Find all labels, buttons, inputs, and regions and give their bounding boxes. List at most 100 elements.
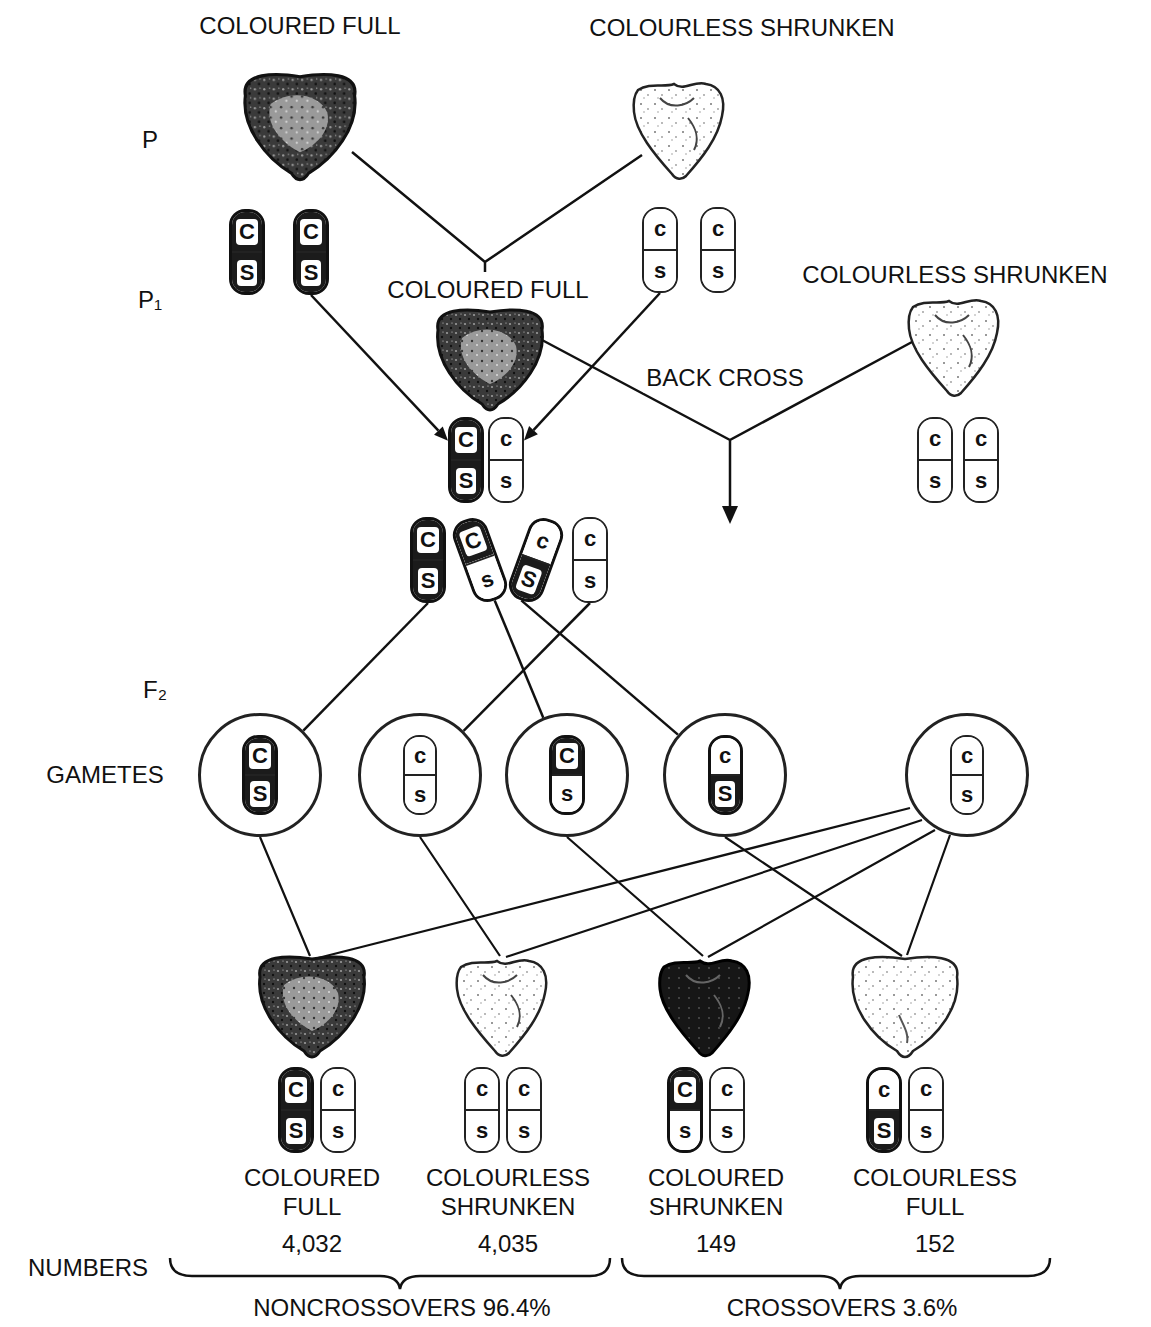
gene-letter: s <box>676 1118 694 1144</box>
light-band: c <box>869 1070 899 1109</box>
link-line <box>521 600 678 734</box>
arrow-head <box>434 427 448 441</box>
gene-letter: C <box>249 743 271 769</box>
gene-letter: c <box>651 216 669 242</box>
chromosome: cS <box>504 513 567 606</box>
gene-letter: s <box>558 781 576 807</box>
seed-highlight <box>269 95 328 152</box>
gene-letter: C <box>236 219 258 245</box>
gene-letter: C <box>285 1077 307 1103</box>
light-band: s <box>644 249 676 291</box>
dark-band: S <box>711 774 740 812</box>
gene-letter: s <box>718 1118 736 1144</box>
chromosome: cs <box>950 735 984 815</box>
group-total: NONCROSSOVERS 96.4% <box>250 1294 553 1323</box>
gene-letter: s <box>651 258 669 284</box>
light-band: c <box>965 419 997 459</box>
gene-letter: S <box>515 564 543 596</box>
chromosome: cs <box>488 417 524 503</box>
generation-label: P <box>139 126 161 155</box>
dark-band: C <box>552 738 582 774</box>
chromosome: CS <box>229 209 265 295</box>
gamete-circle: cs <box>358 713 482 837</box>
coloured-full-seed <box>438 310 543 410</box>
coloured-full-seed <box>260 957 365 1057</box>
chromosome: Cs <box>667 1067 703 1153</box>
gene-letter: s <box>581 568 599 594</box>
light-band: s <box>919 459 951 501</box>
seed-body <box>457 960 547 1056</box>
gene-letter: s <box>473 1118 491 1144</box>
parent-label: COLOURLESS SHRUNKEN <box>799 261 1110 290</box>
light-band: s <box>405 774 435 813</box>
count-number: 4,035 <box>475 1230 541 1259</box>
chromosome: Cs <box>549 735 585 815</box>
chromosome: cs <box>700 207 736 293</box>
gene-letter: s <box>329 1118 347 1144</box>
seed-body <box>909 300 999 396</box>
gene-letter: c <box>530 525 556 556</box>
chromosome: cS <box>866 1067 902 1153</box>
light-band: s <box>466 1109 498 1151</box>
chromosome: cs <box>403 735 437 815</box>
phenotype-label: COLOURED SHRUNKEN <box>626 1164 806 1222</box>
arrow-head <box>722 506 738 524</box>
gene-letter: C <box>556 743 578 769</box>
phenotype-label: COLOURED FULL <box>222 1164 402 1222</box>
gene-letter: c <box>709 216 727 242</box>
row-label: GAMETES <box>43 761 166 790</box>
seed-body <box>853 957 958 1057</box>
dark-band: S <box>451 459 481 500</box>
generation-label: F₂ <box>140 676 170 705</box>
dark-band: C <box>281 1070 311 1109</box>
coloured-shrunken-seed <box>660 960 750 1056</box>
group-total: CROSSOVERS 3.6% <box>724 1294 961 1323</box>
light-band: s <box>466 554 508 603</box>
light-band: s <box>322 1109 354 1151</box>
dark-band: C <box>451 420 481 459</box>
colourless-shrunken-seed <box>457 960 547 1056</box>
arrow-head <box>524 426 538 440</box>
light-band: c <box>405 737 435 774</box>
gene-letter: c <box>875 1077 893 1103</box>
light-band: c <box>711 738 740 774</box>
light-band: c <box>490 419 522 459</box>
gene-letter: c <box>972 426 990 452</box>
light-band: c <box>910 1069 942 1109</box>
dark-band: S <box>869 1109 899 1150</box>
count-number: 149 <box>693 1230 739 1259</box>
group-brace <box>170 1258 610 1289</box>
colourless-full-seed <box>853 957 958 1057</box>
gene-letter: s <box>709 258 727 284</box>
chromosome: cs <box>709 1067 745 1153</box>
light-band: s <box>508 1109 540 1151</box>
coloured-full-seed <box>245 75 355 180</box>
gene-letter: c <box>497 426 515 452</box>
light-band: c <box>702 209 734 249</box>
seed-highlight <box>283 977 339 1031</box>
dark-band: C <box>413 520 443 559</box>
gene-letter: c <box>411 743 429 769</box>
gene-letter: s <box>926 468 944 494</box>
chromosome: cs <box>963 417 999 503</box>
gene-letter: S <box>456 468 477 494</box>
parent-label: COLOURED FULL <box>196 12 403 41</box>
gamete-circle: Cs <box>505 713 629 837</box>
gene-letter: S <box>874 1118 895 1144</box>
gene-letter: c <box>917 1076 935 1102</box>
seed-highlight <box>461 330 517 384</box>
gene-letter: c <box>329 1076 347 1102</box>
seed-body <box>260 957 365 1057</box>
chromosome: Cs <box>448 513 511 606</box>
gene-letter: S <box>250 781 271 807</box>
gene-letter: c <box>926 426 944 452</box>
chromosome: cs <box>464 1067 500 1153</box>
dark-band: S <box>413 559 443 600</box>
count-number: 4,032 <box>279 1230 345 1259</box>
light-band: s <box>702 249 734 291</box>
gene-letter: c <box>716 743 734 769</box>
group-brace <box>622 1258 1050 1289</box>
